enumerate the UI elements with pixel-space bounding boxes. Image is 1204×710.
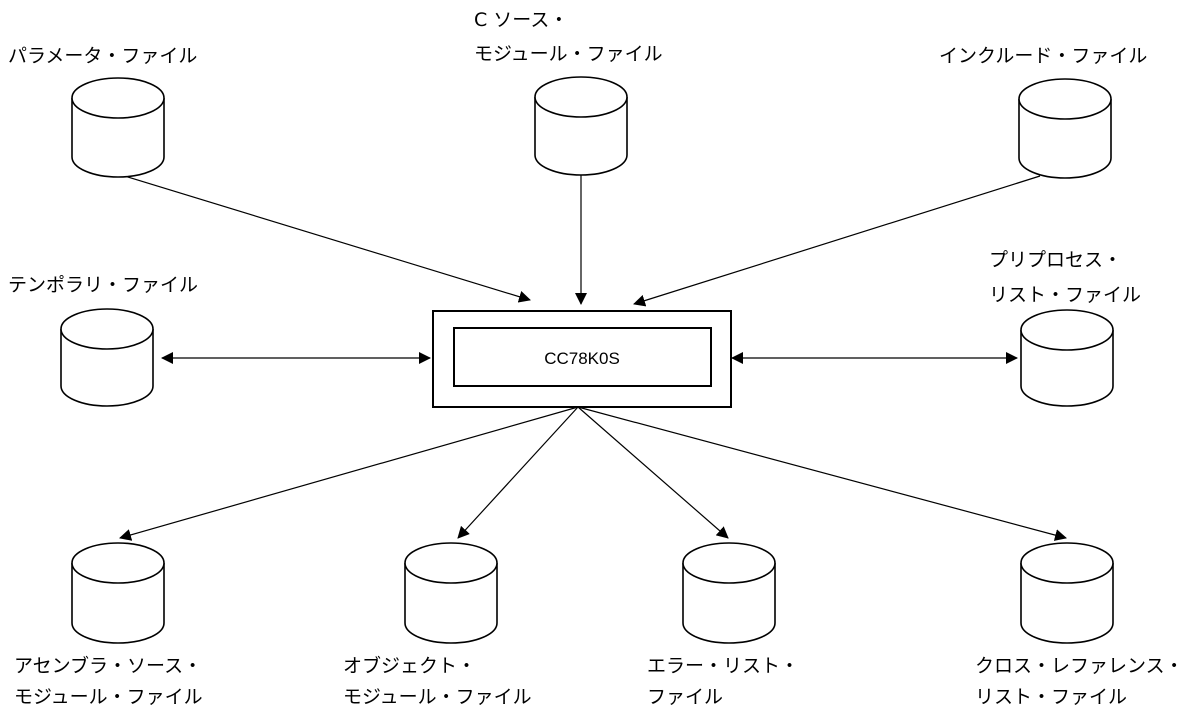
- cylinder-temp: [60, 308, 154, 407]
- preproc-label-line1: プリプロセス・: [989, 249, 1122, 271]
- asm-label-line2: モジュール・ファイル: [14, 686, 203, 708]
- compiler-box: CC78K0S: [432, 310, 732, 408]
- cylinder-param: [71, 77, 165, 178]
- object-label-line2: モジュール・ファイル: [343, 686, 532, 708]
- connectors: [117, 172, 1067, 541]
- error-label-line2: ファイル: [647, 686, 723, 708]
- temp-file-label: テンポラリ・ファイル: [8, 274, 198, 296]
- labels: パラメータ・ファイル C ソース・ モジュール・ファイル インクルード・ファイル…: [8, 9, 1184, 708]
- arrow-include-to-compiler: [633, 175, 1041, 307]
- xref-label-line2: リスト・ファイル: [975, 686, 1127, 708]
- arrow-compiler-to-error: [577, 406, 729, 539]
- arrow-param-to-compiler: [117, 173, 531, 303]
- xref-label-line1: クロス・レファレンス・: [975, 655, 1184, 677]
- cylinder-object: [404, 542, 498, 644]
- csource-label-line1: C ソース・: [474, 9, 568, 31]
- arrow-compiler-to-asm: [119, 406, 579, 541]
- include-file-label: インクルード・ファイル: [939, 45, 1147, 67]
- asm-label-line1: アセンブラ・ソース・: [14, 654, 202, 677]
- cylinder-csource: [534, 76, 628, 176]
- arrow-compiler-to-object: [457, 406, 579, 539]
- cylinder-xref: [1020, 542, 1114, 644]
- compiler-label: CC78K0S: [544, 349, 620, 368]
- error-label-line1: エラー・リスト・: [647, 655, 799, 677]
- cylinder-include: [1018, 78, 1112, 179]
- cylinder-preproc: [1020, 309, 1114, 407]
- preproc-label-line2: リスト・ファイル: [989, 284, 1141, 306]
- object-label-line1: オブジェクト・: [343, 654, 476, 677]
- csource-label-line2: モジュール・ファイル: [474, 43, 663, 65]
- arrow-compiler-to-xref: [577, 406, 1067, 541]
- cylinder-error: [682, 542, 776, 644]
- cylinder-asm: [71, 542, 165, 644]
- param-file-label: パラメータ・ファイル: [8, 45, 197, 67]
